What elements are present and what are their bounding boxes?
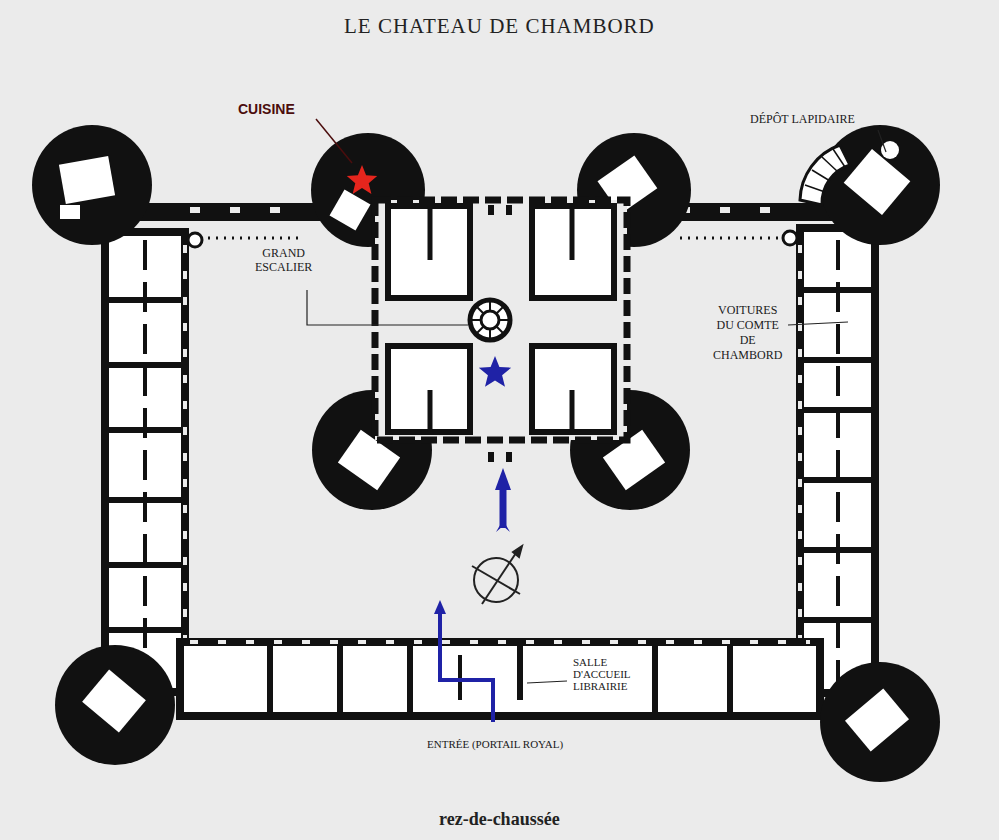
stair-turret — [188, 233, 202, 247]
tower-rooms — [59, 141, 910, 751]
wing-walls — [270, 642, 730, 716]
entry-route — [434, 600, 493, 722]
position-star — [479, 356, 511, 387]
windows — [798, 245, 802, 680]
grand-staircase — [470, 300, 510, 340]
leader-line — [316, 119, 352, 163]
entrance-label: ENTRÉE (PORTAIL ROYAL) — [427, 738, 563, 751]
stair-label: GRAND ESCALIER — [255, 246, 312, 274]
arcade-dots — [680, 237, 790, 240]
apartment-walls — [430, 206, 572, 432]
plan-title: LE CHATEAU DE CHAMBORD — [344, 14, 655, 39]
stair-turret — [783, 231, 797, 245]
room-label: DÉPÔT LAPIDAIRE — [750, 112, 855, 126]
kitchen-star — [347, 165, 377, 194]
keep-apartments — [388, 206, 614, 432]
room-label: CUISINE — [238, 101, 295, 118]
leader-line — [788, 322, 848, 325]
windows — [190, 640, 810, 644]
wing-walls — [105, 240, 185, 685]
stair-steps — [805, 149, 845, 192]
leader-line — [307, 290, 468, 325]
leader-line — [878, 130, 886, 152]
compass — [472, 546, 522, 604]
left-wing — [105, 232, 185, 692]
windows — [183, 245, 187, 680]
arcade-dots — [200, 237, 300, 240]
wing-walls — [800, 240, 875, 685]
room-label: VOITURES DU COMTE DE CHAMBORD — [713, 303, 782, 363]
route-arrow — [495, 468, 511, 532]
right-wing — [800, 228, 875, 693]
corner-towers — [32, 125, 940, 782]
spiral-stair — [800, 145, 850, 205]
room-label: SALLE D'ACCUEIL LIBRAIRIE — [572, 656, 631, 692]
entrance-wing — [180, 642, 820, 716]
leader-line — [527, 681, 567, 683]
keep-tower-rooms — [330, 155, 666, 490]
plan-caption: rez-de-chaussée — [439, 808, 560, 830]
keep-towers — [311, 133, 691, 510]
keep-body — [375, 200, 627, 440]
